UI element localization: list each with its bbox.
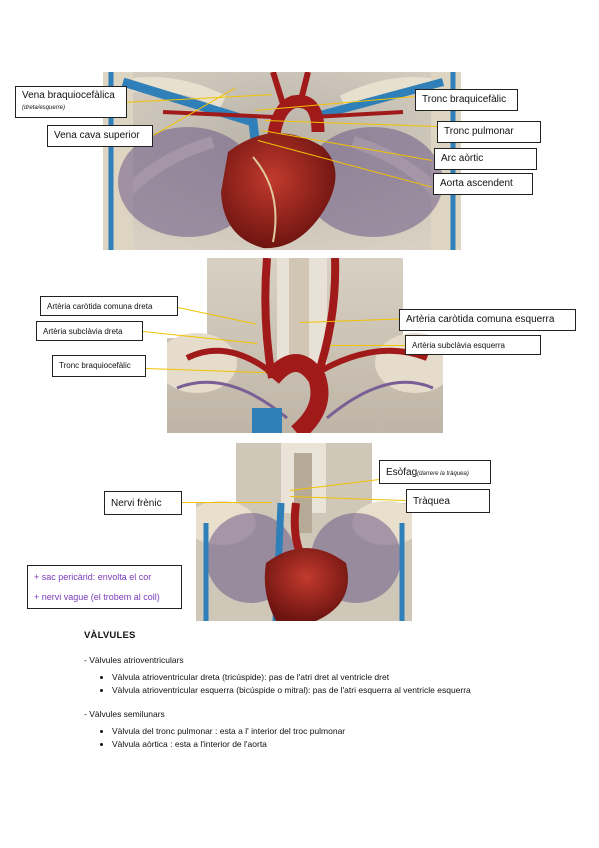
valves-section: VÀLVULES - Vàlvules atrioventriculars Và…: [84, 630, 544, 762]
list-item: Vàlvula del tronc pulmonar : esta a l' i…: [112, 725, 544, 737]
label-text: Vena braquiocefàlica: [22, 90, 115, 101]
subsection-title: - Vàlvules semilunars: [84, 709, 165, 719]
label-traquea: Tràquea: [406, 489, 490, 513]
bullet-list: Vàlvula atrioventricular dreta (tricúspi…: [84, 671, 544, 696]
list-item: Vàlvula aòrtica : esta a l'interior de l…: [112, 738, 544, 750]
label-arteria-subclavia-dreta: Artèria subclàvia dreta: [36, 321, 143, 341]
list-item: Vàlvula atrioventricular dreta (tricúspi…: [112, 671, 544, 683]
label-arc-aortic: Arc aòrtic: [434, 148, 537, 170]
subsection-title: - Vàlvules atrioventriculars: [84, 655, 184, 665]
notes-box: + sac pericàrid: envolta el cor + nervi …: [27, 565, 182, 609]
label-text: Esòfag: [386, 467, 418, 478]
section-heading: VÀLVULES: [84, 630, 136, 641]
label-note: (dreta/esquerre): [22, 105, 66, 111]
label-arteria-carotida-esquerra: Artèria caròtida comuna esquerra: [399, 309, 576, 331]
label-note: (darrere la tràquea): [417, 471, 469, 477]
label-nervi-frenic: Nervi frènic: [104, 491, 182, 515]
list-item: Vàlvula atrioventricular esquerra (bicús…: [112, 684, 544, 696]
note-pericardi: + sac pericàrid: envolta el cor: [34, 572, 152, 582]
label-tronc-braquiocefalic: Tronc braquicefàlic: [415, 89, 518, 111]
anatomy-figure-heart: [103, 72, 461, 250]
label-aorta-ascendent: Aorta ascendent: [433, 173, 533, 195]
note-nervi-vague: + nervi vague (el trobem al coll): [34, 592, 160, 602]
label-esofag: Esòfag(darrere la tràquea): [379, 460, 491, 484]
label-tronc-pulmonar: Tronc pulmonar: [437, 121, 541, 143]
bullet-list: Vàlvula del tronc pulmonar : esta a l' i…: [84, 725, 544, 750]
label-arteria-subclavia-esquerra: Artèria subclàvia esquerra: [405, 335, 541, 355]
label-arteria-carotida-dreta: Artèria caròtida comuna dreta: [40, 296, 178, 316]
label-vena-braquiocefalica: Vena braquiocefàlica (dreta/esquerre): [15, 86, 127, 118]
label-tronc-braquiocefalic-2: Tronc braquiocefàlic: [52, 355, 146, 377]
label-vena-cava-superior: Vena cava superior: [47, 125, 153, 147]
